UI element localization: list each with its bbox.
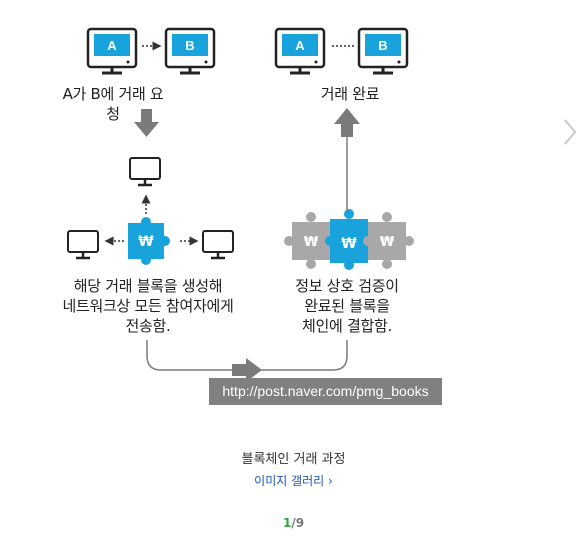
monitor-a-done-label: A — [295, 38, 305, 53]
network-monitor-top-icon — [129, 157, 161, 187]
chevron-right-icon[interactable] — [562, 118, 578, 146]
pager-total: /9 — [291, 516, 305, 530]
network-monitor-left-icon — [67, 230, 99, 260]
caption-broadcast-line-1: 해당 거래 블록을 생성해 — [73, 277, 223, 295]
monitor-b-done-label: B — [378, 38, 387, 53]
up-arrow-icon — [334, 108, 360, 137]
right-arrow-icon — [232, 358, 262, 382]
new-block-icon: ₩ — [128, 217, 170, 265]
caption-verify-line-1: 정보 상호 검증이 — [295, 277, 399, 295]
caption-verify-line-3: 체인에 결합함. — [302, 317, 392, 335]
watermark-url: http://post.naver.com/pmg_books — [209, 378, 442, 405]
monitor-b-icon: B — [164, 27, 216, 75]
monitor-b-done-icon: B — [357, 27, 409, 75]
block-chain-icon: ₩ ₩ ₩ — [284, 209, 414, 270]
svg-text:₩: ₩ — [341, 236, 357, 252]
monitor-a-icon: A — [86, 27, 138, 75]
gallery-link[interactable]: 이미지 갤러리 › — [254, 474, 333, 488]
caption-verify: 정보 상호 검증이 완료된 블록을 체인에 결합함. — [272, 276, 422, 336]
image-caption: 블록체인 거래 과정 — [241, 452, 346, 467]
caption-complete: 거래 완료 — [320, 85, 380, 103]
svg-text:₩: ₩ — [304, 235, 319, 250]
down-arrow-icon — [134, 109, 159, 137]
blockchain-diagram: A B A B — [67, 27, 414, 382]
monitor-a-done-icon: A — [274, 27, 326, 75]
monitor-b-label: B — [185, 38, 194, 53]
monitor-a-label: A — [107, 38, 117, 53]
caption-broadcast-line-3: 전송함. — [125, 317, 171, 335]
pager: 1/9 — [0, 516, 587, 530]
caption-request: A가 B에 거래 요청 — [62, 85, 164, 123]
pager-current: 1 — [282, 516, 292, 530]
caption-broadcast: 해당 거래 블록을 생성해 네트워크상 모든 참여자에게 전송함. — [48, 276, 248, 336]
network-monitor-right-icon — [202, 230, 234, 260]
block-won-label: ₩ — [138, 234, 154, 250]
caption-broadcast-line-2: 네트워크상 모든 참여자에게 — [62, 297, 234, 315]
svg-text:₩: ₩ — [380, 235, 395, 250]
caption-verify-line-2: 완료된 블록을 — [304, 297, 390, 315]
